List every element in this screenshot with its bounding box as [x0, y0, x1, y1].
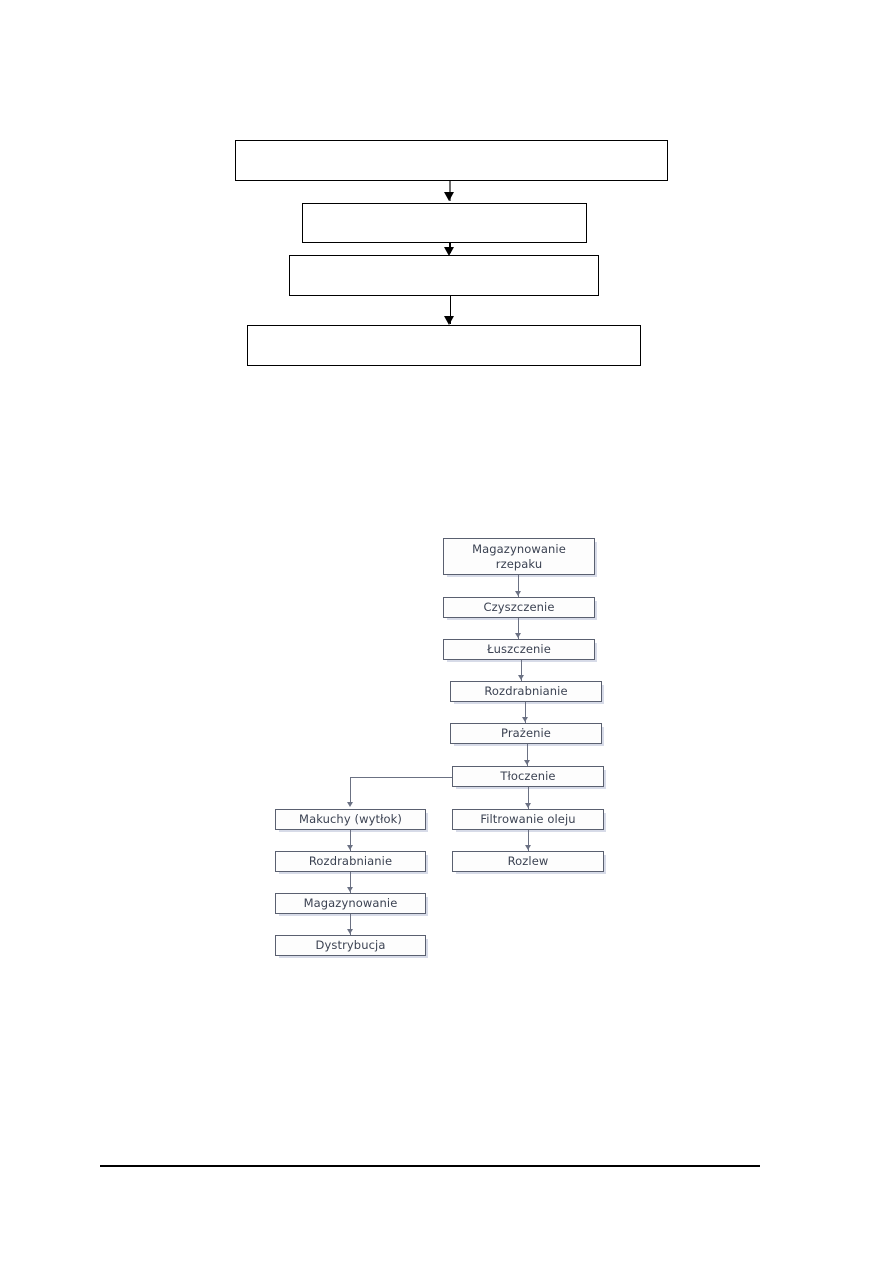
top-flow-box-4: [247, 325, 641, 366]
flow-box-czyszczenie: Czyszczenie: [443, 597, 595, 618]
flow-box-luszczenie: Łuszczenie: [443, 639, 595, 660]
arrow-dystrybucja: [347, 929, 353, 934]
arrow-luszczenie: [515, 633, 521, 638]
top-connector-arrow-2: [444, 247, 454, 256]
connector-rozdrabnianie-to-magazynowanie: [350, 872, 352, 893]
arrow-magazynowanie: [347, 887, 353, 892]
top-flow-box-2: [302, 203, 587, 243]
top-flow-box-1: [235, 140, 668, 181]
flow-box-magazynowanie-rzepaku: Magazynowanie rzepaku: [443, 538, 595, 575]
rapeseed-oil-production-flowchart: Magazynowanie rzepaku Czyszczenie Łuszcz…: [275, 538, 604, 956]
flow-box-makuchy-wytlok: Makuchy (wytłok): [275, 809, 426, 830]
connector-rozdrabnianie-to-prazenie: [525, 702, 527, 723]
top-flowchart: [0, 0, 893, 420]
connector-czyszczenie-to-luszczenie: [518, 618, 520, 639]
arrow-tloczenie: [524, 760, 530, 765]
top-connector-arrow-1: [444, 192, 454, 201]
top-connector-line-3: [449, 296, 452, 324]
arrow-czyszczenie: [515, 591, 521, 596]
flow-box-rozdrabnianie: Rozdrabnianie: [450, 681, 602, 702]
flow-box-rozlew: Rozlew: [452, 851, 604, 872]
top-connector-arrow-3: [444, 316, 454, 325]
flow-box-filtrowanie-oleju: Filtrowanie oleju: [452, 809, 604, 830]
top-flow-box-3: [289, 255, 599, 296]
split-connector-vertical: [350, 777, 352, 804]
flow-box-rozdrabnianie-2: Rozdrabnianie: [275, 851, 426, 872]
connector-filtrowanie-to-rozlew: [528, 830, 530, 851]
split-connector-horizontal: [350, 777, 452, 779]
arrow-makuchy: [347, 802, 353, 807]
arrow-prazenie: [522, 717, 528, 722]
flow-box-prazenie: Prażenie: [450, 723, 602, 744]
flow-box-magazynowanie: Magazynowanie: [275, 893, 426, 914]
connector-tloczenie-to-filtrowanie: [528, 787, 530, 809]
flow-box-dystrybucja: Dystrybucja: [275, 935, 426, 956]
connector-makuchy-to-rozdrabnianie: [350, 830, 352, 851]
arrow-rozlew: [525, 845, 531, 850]
connector-luszczenie-to-rozdrabnianie: [521, 660, 523, 681]
connector-prazenie-to-tloczenie: [527, 744, 529, 766]
arrow-rozdrabnianie-2: [347, 845, 353, 850]
arrow-filtrowanie-oleju: [525, 803, 531, 808]
arrow-rozdrabnianie: [518, 675, 524, 680]
footer-divider: [100, 1165, 760, 1167]
flow-box-tloczenie: Tłoczenie: [452, 766, 604, 787]
connector-magazynowanie-to-czyszczenie: [518, 575, 520, 597]
connector-magazynowanie-to-dystrybucja: [350, 914, 352, 935]
top-connector-line-1: [449, 181, 452, 201]
